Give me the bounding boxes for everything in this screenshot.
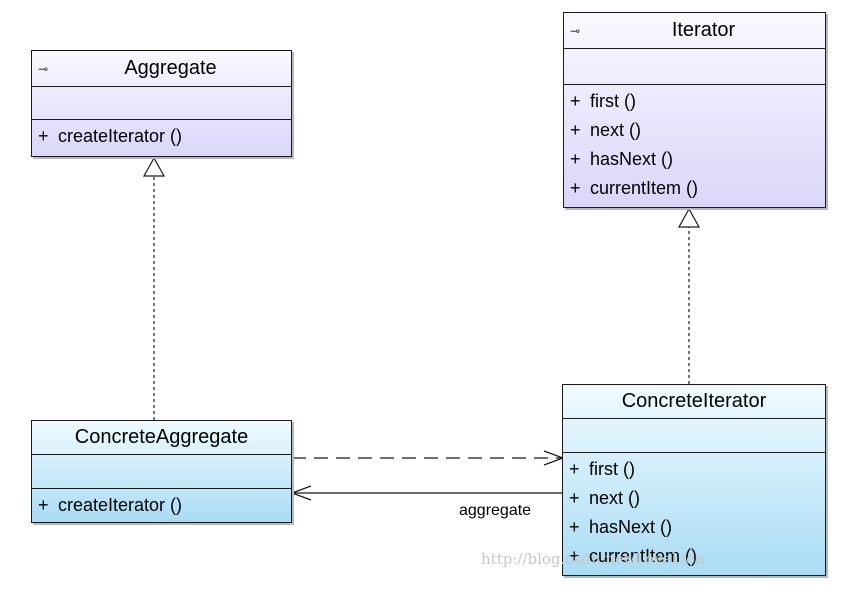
operations-compartment: +createIterator () — [32, 489, 291, 520]
realization-arrowhead-iterator — [677, 207, 701, 228]
attributes-compartment — [563, 419, 825, 453]
class-name: ConcreteIterator — [621, 390, 767, 412]
class-concrete-iterator-name-compartment: ConcreteIterator — [563, 385, 825, 419]
attributes-compartment — [32, 87, 291, 120]
interface-icon: ⊸ — [570, 24, 581, 38]
attributes-compartment — [32, 455, 291, 489]
association-role-label: aggregate — [459, 502, 532, 519]
operation-item: +first () — [569, 459, 635, 479]
class-name: ConcreteAggregate — [74, 426, 249, 448]
association-arrowhead — [290, 485, 312, 501]
operations-compartment: +createIterator () — [32, 120, 291, 151]
class-concrete-iterator[interactable]: ConcreteIterator +first () +next () +has… — [562, 384, 826, 576]
class-concrete-aggregate-name-compartment: ConcreteAggregate — [32, 421, 291, 455]
attributes-compartment — [564, 49, 825, 85]
operation-item: +next () — [570, 120, 642, 140]
operation-item: +first () — [570, 91, 636, 111]
class-aggregate-name-compartment: ⊸ Aggregate — [32, 51, 291, 87]
operation-item: +createIterator () — [38, 495, 183, 515]
operation-item: +currentItem () — [569, 546, 698, 566]
operations-compartment: +first () +next () +hasNext () +currentI… — [564, 85, 825, 203]
interface-icon: ⊸ — [38, 62, 49, 76]
class-aggregate[interactable]: ⊸ Aggregate +createIterator () — [31, 50, 292, 157]
operation-item: +hasNext () — [570, 149, 674, 169]
operation-item: +hasNext () — [569, 517, 673, 537]
realization-arrowhead-aggregate — [142, 156, 166, 177]
class-iterator-name-compartment: ⊸ Iterator — [564, 13, 825, 49]
class-name: Iterator — [671, 19, 736, 41]
class-concrete-aggregate[interactable]: ConcreteAggregate +createIterator () — [31, 420, 292, 523]
operation-item: +currentItem () — [570, 178, 699, 198]
class-name: Aggregate — [124, 57, 217, 79]
operations-compartment: +first () +next () +hasNext () +currentI… — [563, 453, 825, 571]
operation-item: +next () — [569, 488, 641, 508]
watermark-text: http://blog.csdn.net/LoveLion — [481, 550, 705, 568]
class-iterator[interactable]: ⊸ Iterator +first () +next () +hasNext (… — [563, 12, 826, 208]
operation-item: +createIterator () — [38, 126, 183, 146]
